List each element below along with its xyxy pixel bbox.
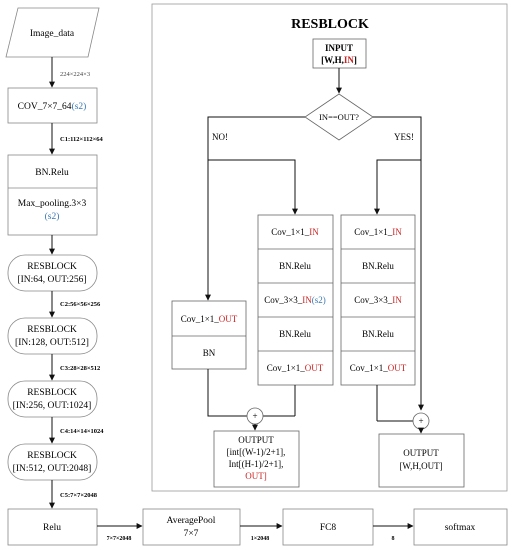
resblock-2-node	[7, 317, 98, 355]
output-yes-node	[378, 433, 465, 488]
relu-node	[7, 508, 98, 546]
identity-path-row-5: Cov_1×1_OUT	[350, 363, 407, 373]
resblock-2-params: [IN:128, OUT:512]	[15, 338, 89, 348]
no-label: NO!	[212, 132, 228, 142]
relu-label: Relu	[43, 523, 61, 533]
resblock-input-node	[312, 38, 367, 69]
resblock-3-node	[7, 380, 98, 418]
output-no-line-3: Int[(H-1)/2+1],	[229, 459, 284, 469]
edge-label-c1: C1:112×112×64	[60, 136, 104, 143]
plus-yes-label: +	[418, 416, 423, 426]
resblock-4-params: [IN:512, OUT:2048]	[13, 464, 92, 474]
fc8-node	[282, 508, 374, 546]
output-yes-line-1: OUTPUT	[403, 448, 439, 458]
max-pool-stride: (s2)	[45, 211, 60, 222]
edge-label-relu: 7×7×2048	[107, 536, 132, 542]
resblock-4-title: RESBLOCK	[27, 451, 77, 461]
image-data-node	[5, 7, 100, 58]
conv7-node	[7, 87, 98, 124]
shortcut-bn-label: BN	[203, 348, 216, 358]
avgpool-label-2: 7×7	[184, 529, 199, 539]
bn-relu-label: BN.Relu	[35, 168, 69, 178]
main-path-row-5: Cov_1×1_OUT	[267, 363, 324, 373]
yes-label: YES!	[394, 132, 414, 142]
edge-no-branch	[205, 116, 305, 301]
bn-pool-node	[7, 154, 98, 236]
main-path-block	[257, 214, 334, 386]
resblock-1-params: [IN:64, OUT:256]	[17, 275, 86, 285]
output-no-line-2: [int[(W-1)/2+1],	[227, 447, 286, 457]
resblock-2-title: RESBLOCK	[27, 325, 77, 335]
output-no-line-1: OUTPUT	[238, 435, 274, 445]
edge-label-c3: C3:28×28×512	[60, 365, 100, 372]
bottom-pipeline: Relu 7×7×2048 AveragePool 7×7 1×2048 FC8…	[7, 508, 508, 546]
resblock-detail: RESBLOCK INPUT [W,H,IN] IN==OUT? NO! YES…	[151, 3, 508, 492]
decision-label: IN==OUT?	[319, 112, 359, 122]
resblock-input-label-2: [W,H,IN]	[321, 55, 357, 65]
edge-label-c5: C5:7×7×2048	[60, 492, 98, 499]
conv7-label: COV_7×7_64(s2)	[18, 101, 87, 112]
resblock-title: RESBLOCK	[291, 17, 369, 32]
identity-path-row-4: BN.Relu	[362, 329, 394, 339]
identity-path-row-3: Cov_3×3_IN	[354, 295, 402, 305]
identity-path-row-1: Cov_1×1_IN	[354, 227, 402, 237]
shortcut-conv-label: Cov_1×1_OUT	[181, 314, 238, 324]
edge-no-to-main	[208, 159, 298, 215]
output-no-line-4: OUT]	[245, 471, 267, 481]
resblock-4-node	[7, 443, 98, 481]
edge-yes-to-identity	[374, 159, 421, 215]
resblock-1-node	[7, 254, 98, 292]
identity-path-row-2: BN.Relu	[362, 261, 394, 271]
left-pipeline: Image_data 224×224×3 COV_7×7_64(s2) C1:1…	[5, 7, 104, 509]
edge-label-fc: 8	[392, 536, 395, 542]
plus-no-label: +	[252, 411, 257, 421]
shortcut-block	[171, 300, 247, 370]
edge-label-input: 224×224×3	[60, 71, 90, 78]
output-yes-line-2: [W,H,OUT]	[399, 461, 442, 471]
image-data-label: Image_data	[30, 29, 75, 39]
main-path-row-2: BN.Relu	[279, 261, 311, 271]
resblock-3-title: RESBLOCK	[27, 388, 77, 398]
softmax-label: softmax	[445, 522, 476, 533]
edge-yes-branch	[373, 116, 424, 411]
avgpool-node	[142, 508, 241, 546]
resblock-1-title: RESBLOCK	[27, 262, 77, 272]
fc8-label: FC8	[320, 523, 337, 533]
softmax-node	[413, 508, 508, 546]
identity-path-block	[340, 214, 416, 386]
main-path-row-1: Cov_1×1_IN	[271, 227, 319, 237]
resblock-input-label-1: INPUT	[325, 43, 353, 53]
output-no-node	[213, 430, 300, 488]
resblock-3-params: [IN:256, OUT:1024]	[13, 401, 92, 411]
max-pool-label: Max_pooling.3×3	[18, 199, 87, 209]
decision-diamond	[304, 93, 374, 141]
main-path-row-4: BN.Relu	[279, 329, 311, 339]
edge-label-c2: C2:56×56×256	[60, 301, 101, 308]
edge-label-avgpool: 1×2048	[251, 536, 269, 542]
edge-label-c4: C4:14×14×1024	[60, 428, 104, 435]
main-path-row-3: Cov_3×3_IN(s2)	[264, 295, 326, 305]
avgpool-label-1: AveragePool	[167, 516, 216, 526]
edge-shortcut-to-plus	[207, 369, 247, 417]
